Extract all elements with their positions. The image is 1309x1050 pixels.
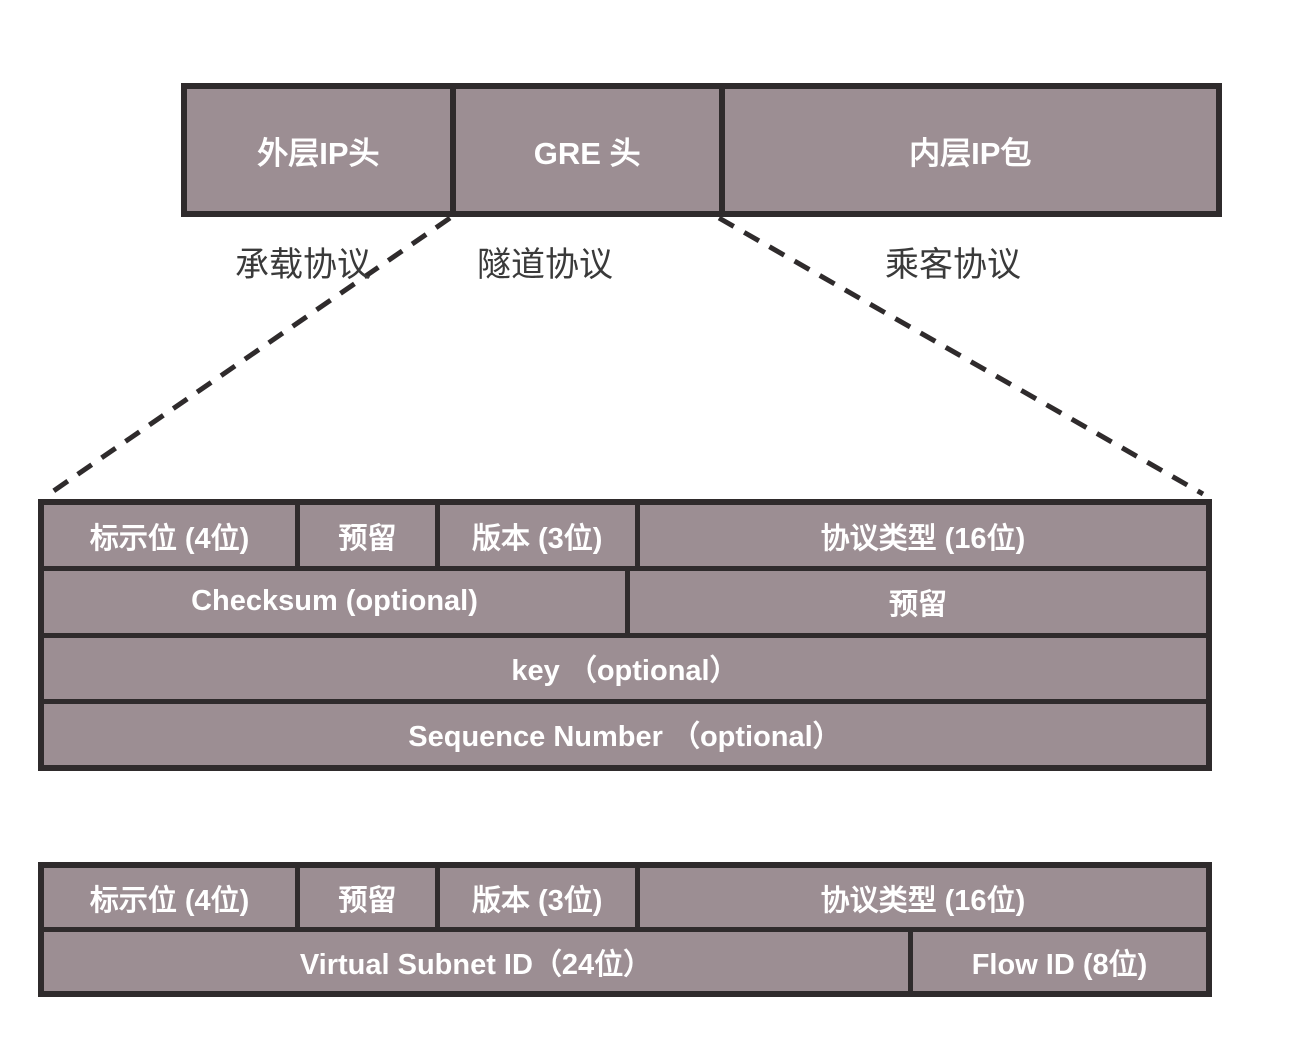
nvgre-table-row-1: 标示位 (4位) 预留 版本 (3位) 协议类型 (16位) [44,868,1206,927]
nvgre-header-field-table: 标示位 (4位) 预留 版本 (3位) 协议类型 (16位) Virtual S… [38,862,1212,997]
nvgre-table-row-2: Virtual Subnet ID（24位） Flow ID (8位) [44,932,1206,991]
field-flags-bits: 标示位 (4位) [44,505,296,567]
field-reserved: 预留 [300,505,435,567]
nvgre-field-version: 版本 (3位) [439,868,635,927]
field-virtual-subnet-id: Virtual Subnet ID（24位） [44,932,909,991]
field-flow-id: Flow ID (8位) [913,932,1206,991]
nvgre-field-reserved: 预留 [300,868,435,927]
field-reserved-2: 预留 [629,571,1206,633]
gre-table-row-4: Sequence Number （optional） [44,703,1206,765]
field-checksum: Checksum (optional) [44,571,625,633]
field-version: 版本 (3位) [439,505,635,567]
outer-ip-header-box: 外层IP头 [187,89,450,211]
caption-tunnel-protocol: 隧道协议 [477,246,613,284]
caption-carrier-protocol: 承载协议 [235,246,371,284]
gre-header-field-table: 标示位 (4位) 预留 版本 (3位) 协议类型 (16位) Checksum … [38,499,1212,771]
inner-ip-packet-box: 内层IP包 [724,89,1216,211]
nvgre-field-flags-bits: 标示位 (4位) [44,868,296,927]
gre-header-box: GRE 头 [455,89,719,211]
packet-structure-row: 外层IP头 GRE 头 内层IP包 [181,83,1222,217]
field-key: key （optional） [44,637,1206,699]
gre-table-row-1: 标示位 (4位) 预留 版本 (3位) 协议类型 (16位) [44,505,1206,567]
gre-table-row-2: Checksum (optional) 预留 [44,571,1206,633]
field-sequence-number: Sequence Number （optional） [44,703,1206,765]
caption-passenger-protocol: 乘客协议 [885,246,1021,284]
nvgre-field-protocol-type: 协议类型 (16位) [639,868,1206,927]
gre-table-row-3: key （optional） [44,637,1206,699]
field-protocol-type: 协议类型 (16位) [639,505,1206,567]
